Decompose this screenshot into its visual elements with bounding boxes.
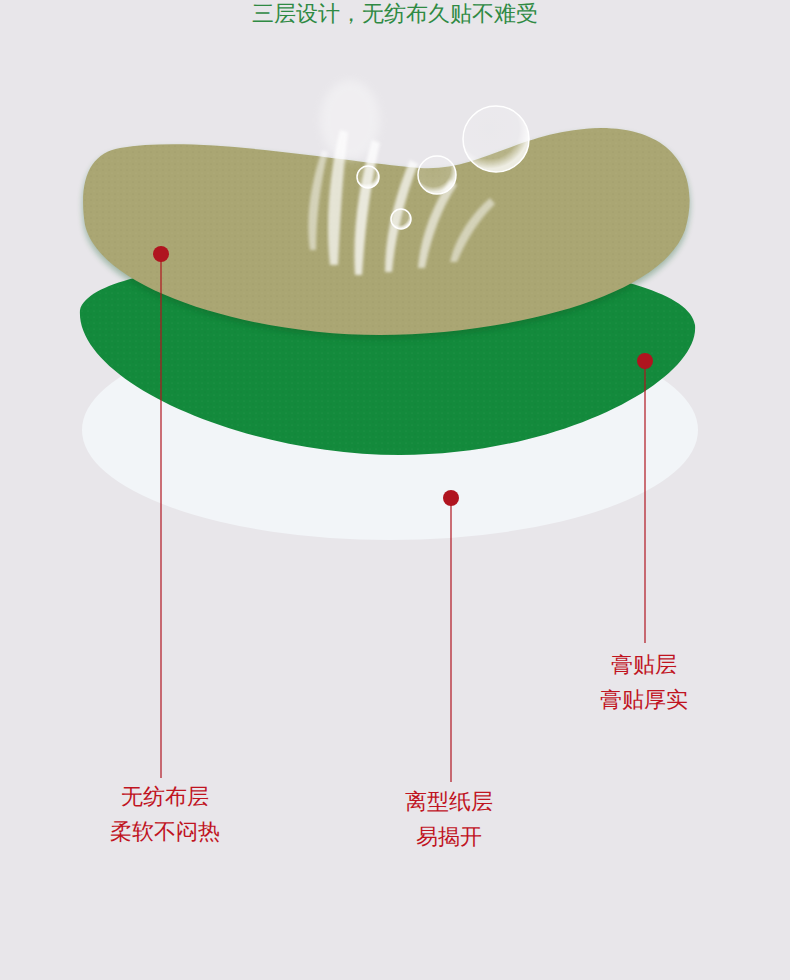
steam-wisp bbox=[450, 198, 495, 262]
layer-name: 无纺布层 bbox=[121, 784, 209, 810]
leader-line bbox=[450, 498, 451, 782]
bubble bbox=[357, 166, 379, 188]
leader-line bbox=[160, 254, 161, 778]
nonwoven-layer bbox=[83, 128, 690, 339]
layer-feature: 柔软不闷热 bbox=[110, 819, 220, 845]
leader-lines bbox=[161, 254, 645, 782]
steam-wisp bbox=[354, 140, 380, 275]
layer-feature: 膏贴厚实 bbox=[600, 687, 688, 713]
callout-dot bbox=[637, 353, 653, 369]
callout-dot bbox=[153, 246, 169, 262]
nonwoven-texture bbox=[83, 128, 690, 335]
leader-line bbox=[644, 361, 645, 643]
callout-dots bbox=[153, 246, 653, 506]
steam bbox=[308, 80, 495, 275]
layer-name: 离型纸层 bbox=[405, 789, 493, 815]
bubbles bbox=[357, 106, 529, 229]
nonwoven-sheet bbox=[83, 128, 690, 335]
steam-wisp bbox=[328, 130, 348, 265]
bubble bbox=[463, 106, 529, 172]
steam-wisp bbox=[385, 160, 418, 272]
steam-wisp bbox=[308, 150, 328, 250]
bubble bbox=[391, 209, 411, 229]
layer-feature: 易揭开 bbox=[416, 824, 482, 850]
layer-name: 膏贴层 bbox=[611, 652, 677, 678]
callout-dot bbox=[443, 490, 459, 506]
title: 三层设计，无纺布久贴不难受 bbox=[252, 1, 538, 27]
bubble bbox=[418, 156, 456, 194]
